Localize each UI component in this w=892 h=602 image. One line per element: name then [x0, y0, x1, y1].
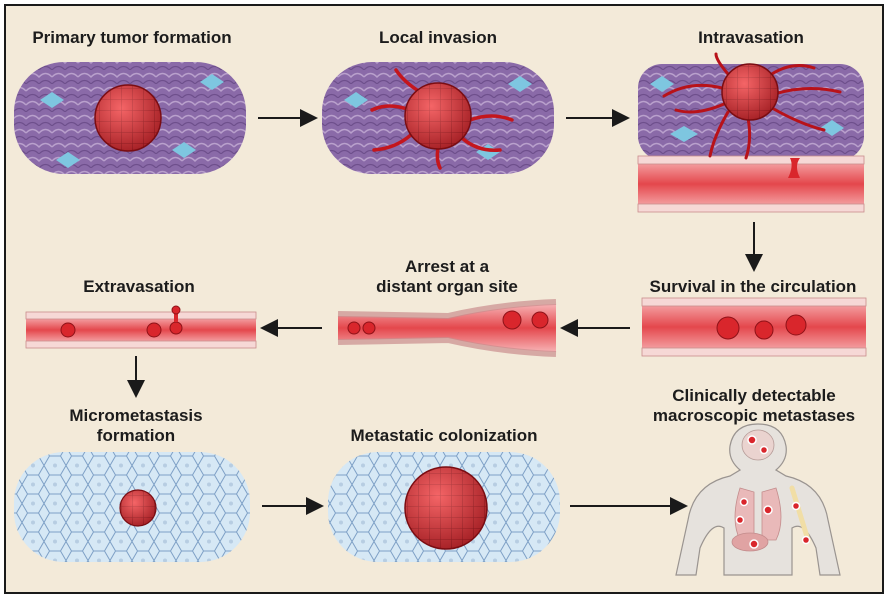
step-label-arrest: Arrest at a distant organ site: [376, 257, 518, 296]
step-label-primary-tumor: Primary tumor formation: [32, 28, 232, 47]
human-body-icon: [675, 423, 841, 576]
step-label-macroscopic: Clinically detectable macroscopic metast…: [652, 386, 856, 425]
tumor-cell-icon: [502, 310, 522, 330]
primary-tumor-illustration: [14, 62, 246, 174]
intravasation-illustration: [637, 52, 865, 213]
step-label-survival-circulation: Survival in the circulation: [649, 277, 857, 296]
tumor-cell-icon: [169, 321, 183, 335]
step-label-local-invasion: Local invasion: [378, 28, 498, 47]
extravasation-vessel-illustration: [25, 305, 257, 349]
circulation-vessel-illustration: [641, 297, 867, 357]
step-label-colonization: Metastatic colonization: [350, 426, 538, 445]
step-label-extravasation: Extravasation: [83, 277, 195, 296]
micrometastasis-illustration: [14, 452, 250, 562]
arrest-vessel-illustration: [337, 299, 557, 357]
blood-vessel-icon: [637, 155, 865, 213]
tumor-cell-icon: [716, 316, 740, 340]
step-label-micrometastasis: Micrometastasis formation: [69, 406, 203, 445]
step-label-intravasation: Intravasation: [698, 28, 804, 47]
local-invasion-illustration: [322, 62, 554, 174]
colonization-illustration: [328, 452, 560, 562]
